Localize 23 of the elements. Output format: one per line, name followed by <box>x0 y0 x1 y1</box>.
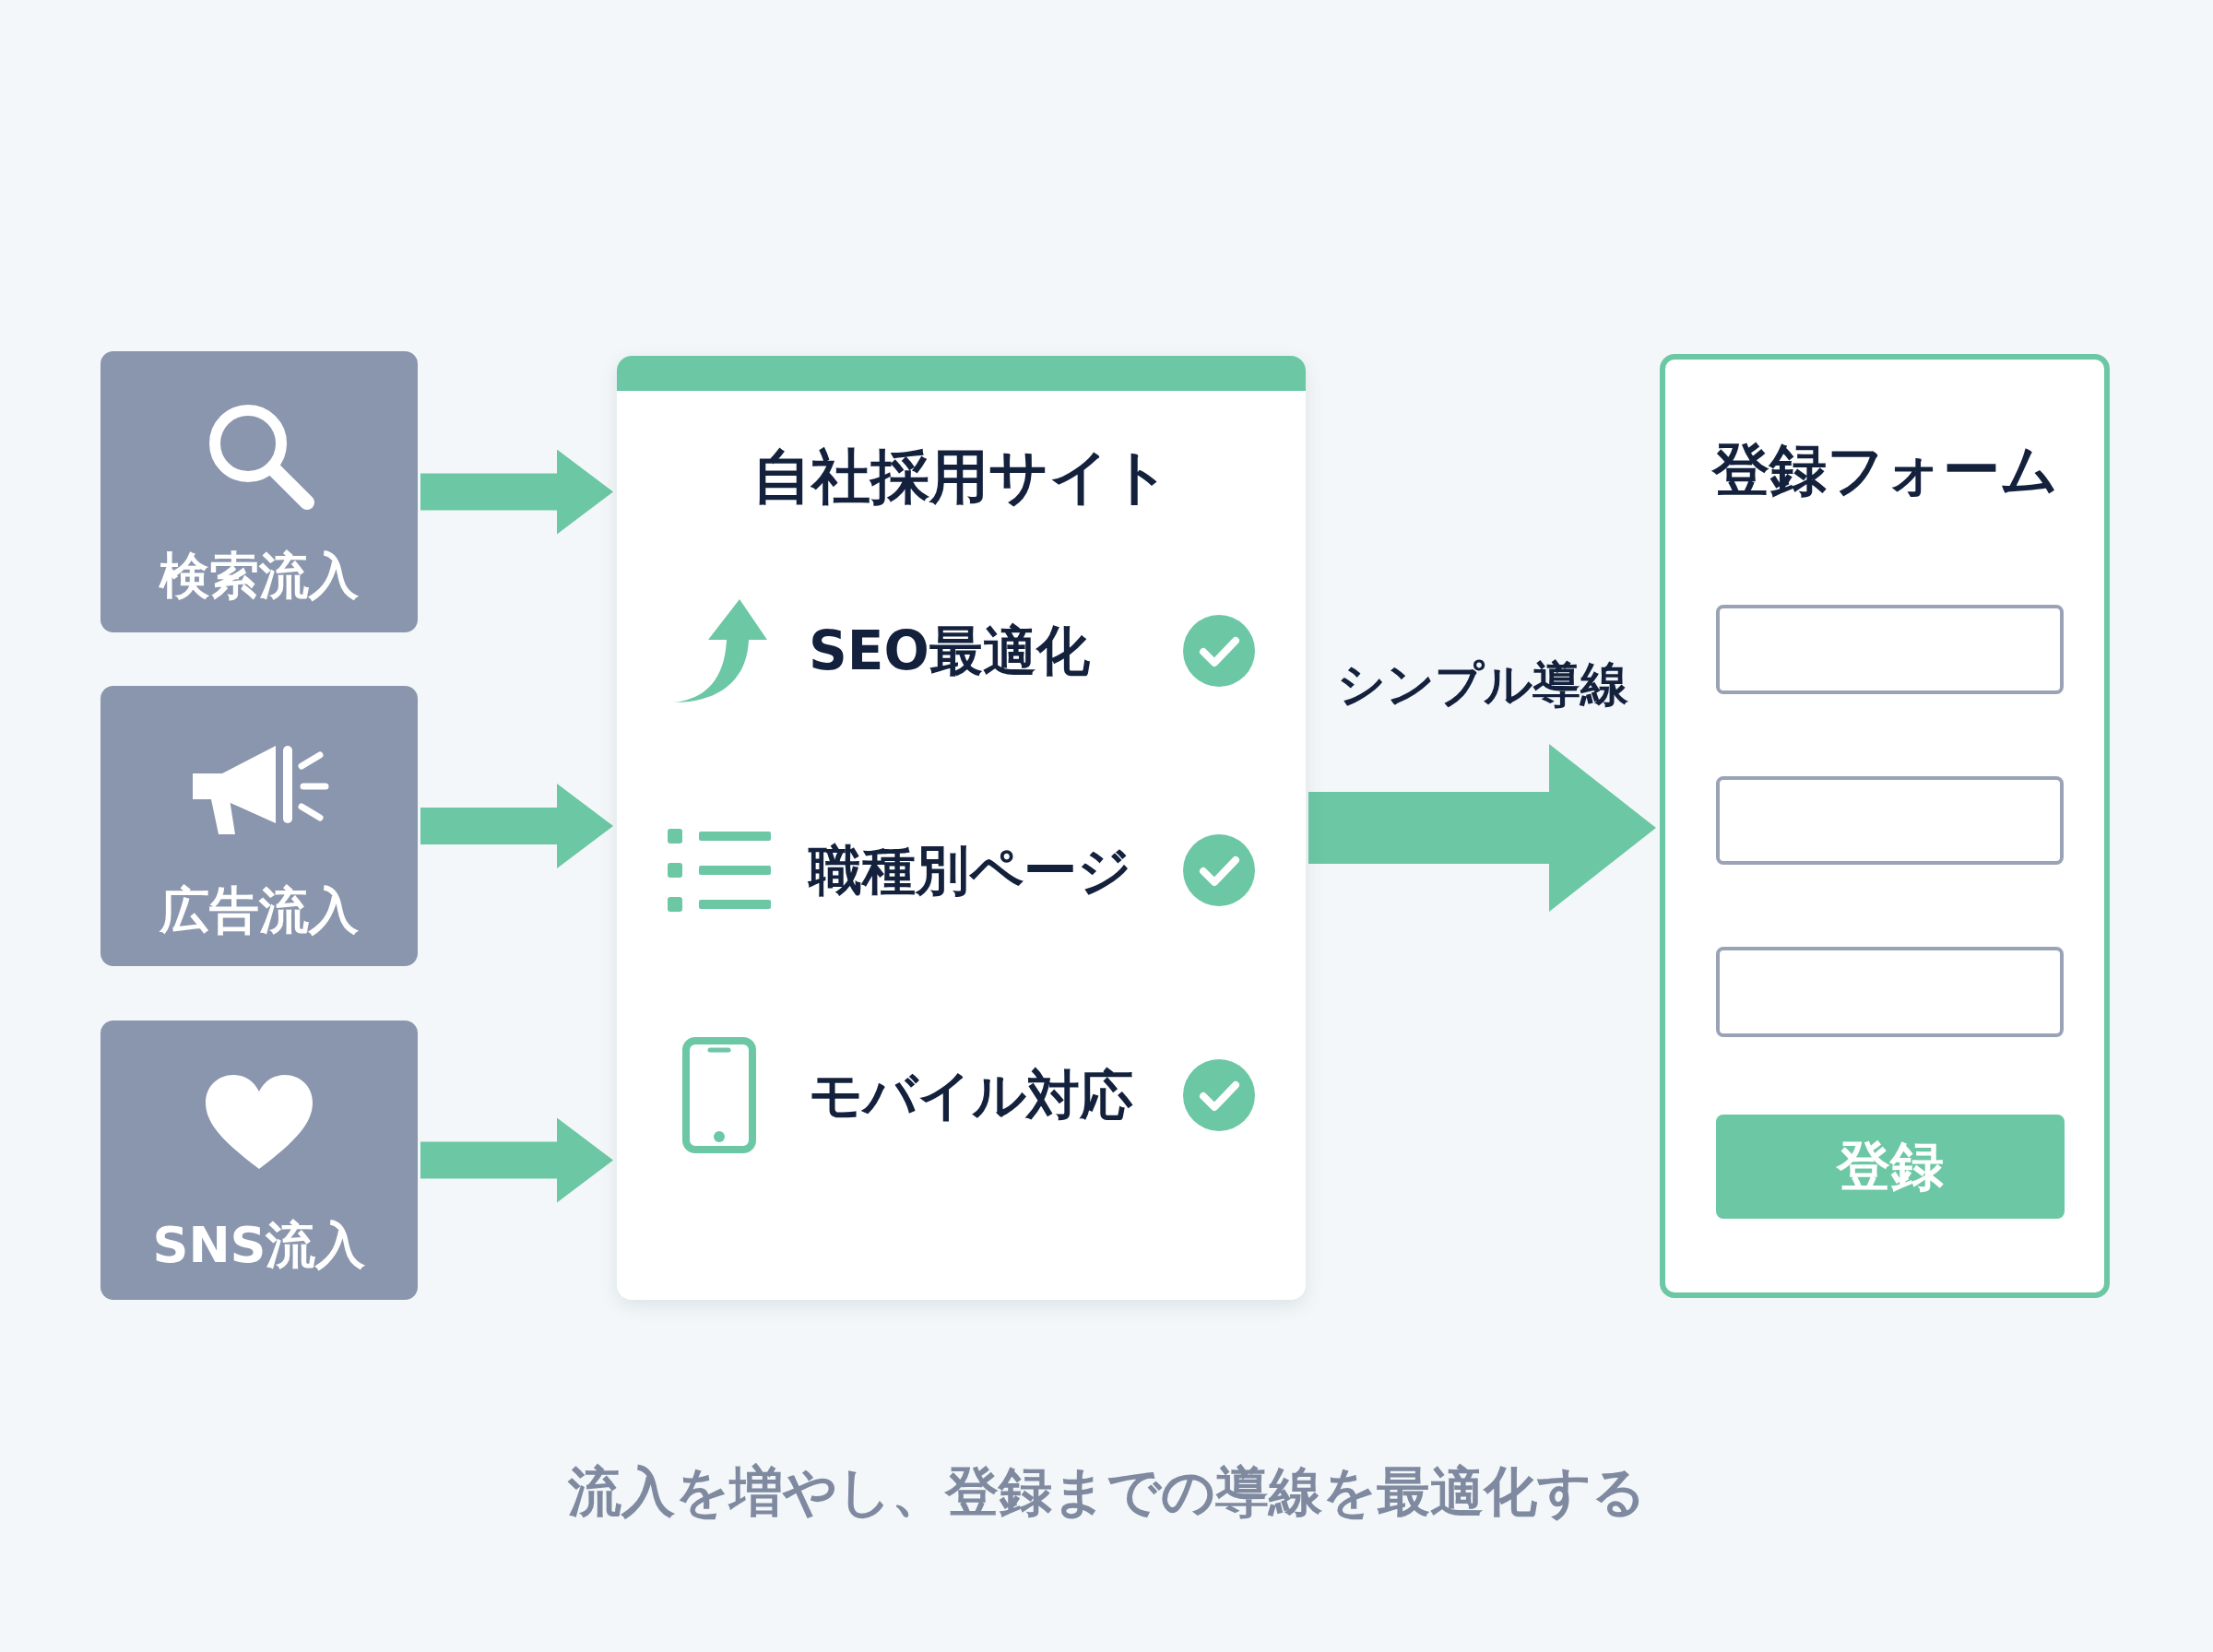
arrow <box>420 449 613 535</box>
register-button: 登録 <box>1716 1115 2065 1219</box>
source-box <box>101 351 418 632</box>
arrow <box>420 784 613 868</box>
feature-label: モバイル対応 <box>809 1063 1133 1128</box>
source-box <box>101 1021 418 1300</box>
source-label: SNS流入 <box>151 1215 367 1276</box>
source-label: 検索流入 <box>158 546 360 607</box>
form-panel <box>1660 354 2110 1298</box>
form-title: 登録フォーム <box>1710 435 2059 505</box>
edge-label: シンプル導線 <box>1336 655 1629 714</box>
site-card <box>617 356 1306 1300</box>
feature-label: 職種別ページ <box>809 838 1131 903</box>
source-label: 広告流入 <box>158 880 360 941</box>
feature-label: SEO最適化 <box>809 619 1090 684</box>
card-title: 自社採用サイト <box>751 442 1172 513</box>
caption: 流入を増やし、登録までの導線を最適化する <box>566 1459 1647 1525</box>
input-field <box>1716 776 2064 865</box>
source-box <box>101 686 418 966</box>
arrow <box>1308 744 1656 912</box>
input-field <box>1716 947 2064 1037</box>
input-field <box>1716 605 2064 694</box>
arrow <box>420 1117 613 1203</box>
